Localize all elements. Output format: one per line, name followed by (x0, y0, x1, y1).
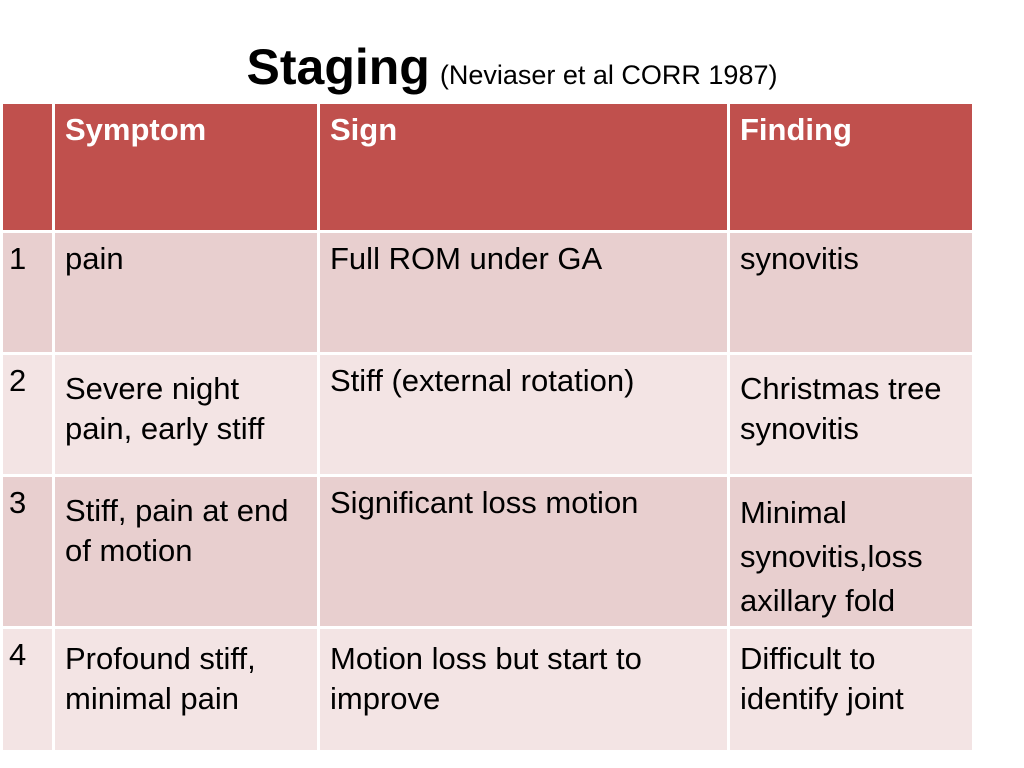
cell-stage: 2 (0, 352, 55, 477)
cell-stage: 1 (0, 230, 55, 355)
header-sign: Sign (317, 101, 730, 233)
cell-symptom: Profound stiff, minimal pain (52, 626, 320, 753)
cell-sign: Full ROM under GA (317, 230, 730, 355)
cell-sign: Stiff (external rotation) (317, 352, 730, 477)
cell-sign: Significant loss motion (317, 474, 730, 629)
cell-symptom: pain (52, 230, 320, 355)
cell-stage: 4 (0, 626, 55, 753)
cell-sign: Motion loss but start to improve (317, 626, 730, 753)
table-row: 2 Severe night pain, early stiff Stiff (… (0, 352, 975, 477)
header-finding: Finding (727, 101, 975, 233)
staging-table: Symptom Sign Finding 1 pain Full ROM und… (0, 101, 975, 753)
title-citation: (Neviaser et al CORR 1987) (439, 60, 778, 90)
slide-title: Staging (Neviaser et al CORR 1987) (0, 38, 1024, 96)
table-row: 4 Profound stiff, minimal pain Motion lo… (0, 626, 975, 753)
header-stage (0, 101, 55, 233)
cell-symptom: Severe night pain, early stiff (52, 352, 320, 477)
table-row: 1 pain Full ROM under GA synovitis (0, 230, 975, 355)
header-symptom: Symptom (52, 101, 320, 233)
table-row: 3 Stiff, pain at end of motion Significa… (0, 474, 975, 629)
cell-finding: Minimal synovitis,loss axillary fold (727, 474, 975, 629)
cell-finding: synovitis (727, 230, 975, 355)
cell-finding: Difficult to identify joint (727, 626, 975, 753)
cell-finding: Christmas tree synovitis (727, 352, 975, 477)
title-main: Staging (246, 39, 430, 95)
cell-stage: 3 (0, 474, 55, 629)
cell-symptom: Stiff, pain at end of motion (52, 474, 320, 629)
table-header-row: Symptom Sign Finding (0, 101, 975, 233)
